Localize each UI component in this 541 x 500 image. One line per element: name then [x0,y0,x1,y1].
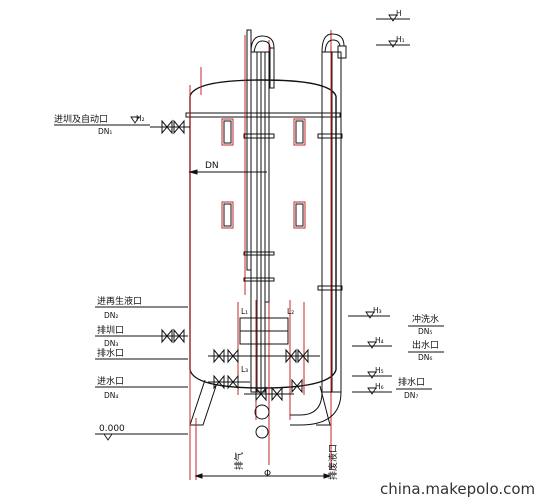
label-inlet-self-cleaning: 进圳及自动口 [54,113,108,125]
label-tank-dn: DN [205,161,219,171]
label-drain-right: 排水口 [398,376,425,388]
sight-glasses [221,118,306,229]
inlet-h-mark: H₂ [136,114,145,123]
dim-l2: L₂ [287,307,294,316]
label-water-outlet: 出水口 [412,339,439,351]
top-inlet: 进圳及自动口 H₂ DN₁ [54,113,190,136]
label-drain-mid: 排水口 [97,347,124,359]
label-phi: Φ [264,469,271,479]
water-inlet-dn: DN₄ [104,391,118,400]
right-pipe [290,33,347,426]
flush-dn: DN₅ [418,327,432,336]
bottom-labels: 排气 Φ 排废液口 [194,444,339,480]
valve-cluster: L₁ L₂ L₃ [208,307,320,439]
flush-h: H₃ [373,306,382,315]
outlet-h: H₄ [375,336,384,345]
drain-right-dn: DN₇ [404,391,418,400]
label-drain-bottom: 排废液口 [327,444,339,480]
dim-l1: L₁ [241,307,248,316]
label-elevation: 0.000 [99,424,125,434]
right-labels: H₃ 冲洗水 DN₅ H₄ 出水口 DN₆ H₅ H₆ 排水口 DN₇ [348,306,444,400]
drain-right-h2: H₆ [375,382,384,391]
inlet-dn: DN₁ [98,127,112,136]
label-regen-inlet: 进再生液口 [97,295,142,307]
level-mark-h1: H₁ [376,35,410,48]
drain-right-h: H₅ [375,366,384,375]
level-mark-h-label: H [396,9,402,18]
dim-l3: L₃ [241,365,248,374]
level-mark-h: H [376,9,410,22]
watermark-text: china.makepolo.com [380,480,535,498]
level-mark-h1-label: H₁ [396,35,405,44]
left-labels: 进再生液口 DN₂ 排圳口 DN₃ 排水口 进水口 DN₄ 0.000 [95,295,188,441]
label-exhaust: 排气 [233,452,245,470]
label-flush-water: 冲洗水 [412,313,439,325]
outlet-dn: DN₆ [418,353,432,362]
label-drain-top: 排圳口 [97,324,124,336]
label-water-inlet: 进水口 [97,375,124,387]
tank-dn: DN [188,161,267,175]
drain-top-dn: DN₃ [104,339,118,348]
regen-dn: DN₂ [104,311,118,320]
